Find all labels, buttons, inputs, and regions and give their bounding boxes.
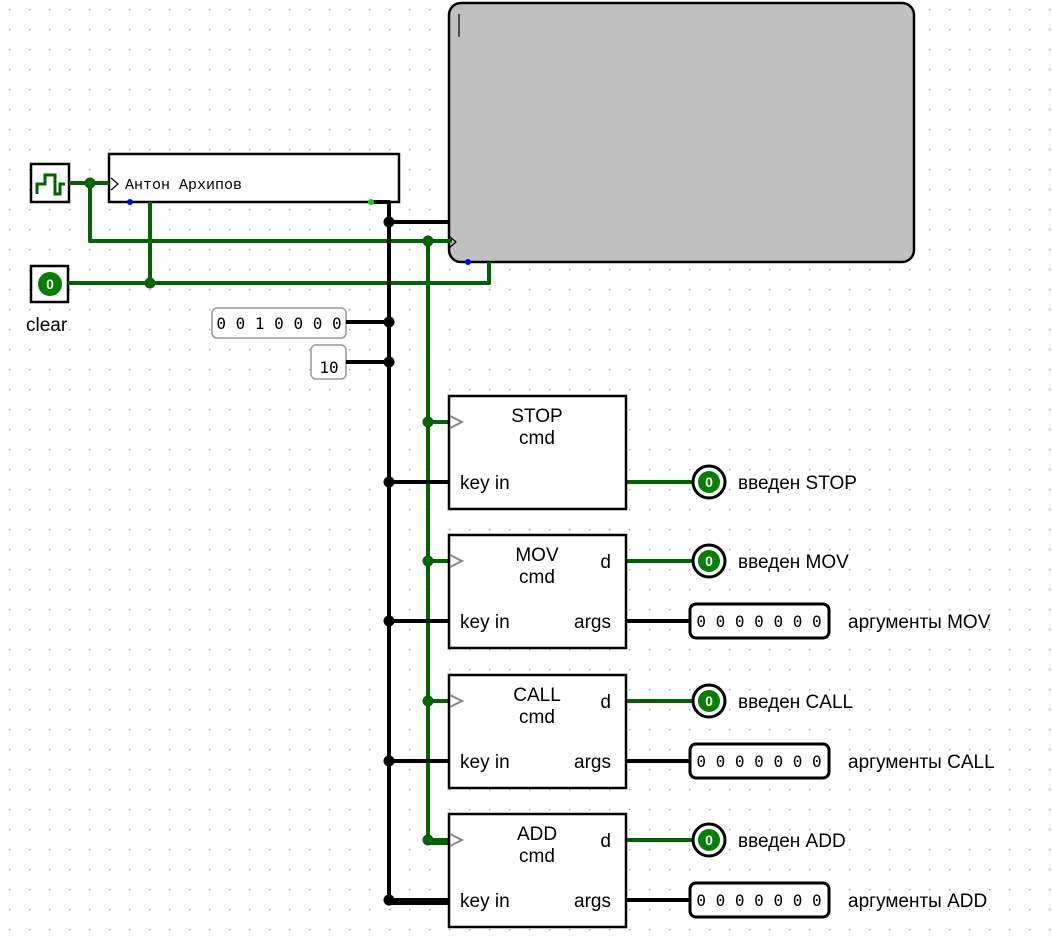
junction-bus-add [383,894,395,906]
junction-clock-call [422,695,434,707]
tty-clock-triangle [448,235,457,249]
keyboard-pin-green [368,199,374,205]
constant-bits[interactable]: 0 0 1 0 0 0 0 [211,307,347,339]
module-key-in-label: key in [460,891,510,912]
constant-hex-value: 10 [319,358,338,377]
led-value: 0 [705,553,713,569]
clock-square-wave-icon [35,173,65,196]
junction-clock-mov [422,555,434,567]
led-label: введен CALL [738,692,853,713]
junction-3 [383,216,395,228]
module-name: CALL [513,685,561,706]
clear-input-pin[interactable]: 0 [29,264,70,304]
junction-bus-mov [383,615,395,627]
module-name: MOV [515,545,559,566]
keyboard-label: Антон Архипов [125,177,242,194]
module-name: STOP [511,406,562,427]
module-d-label: d [600,552,611,573]
module-d-label: d [600,831,611,852]
led-value: 0 [705,474,713,490]
tty-pin-blue [465,259,471,265]
junction-bus-stop [383,476,395,488]
module-args-label: args [574,891,611,912]
probe-value: 0 0 0 0 0 0 0 [696,752,821,771]
clear-wire [68,262,491,285]
probe-label: аргументы CALL [848,752,995,773]
junction-bus-call [383,755,395,767]
led-call: 0 [691,683,727,719]
probe-value: 0 0 0 0 0 0 0 [696,891,821,910]
keyboard-pin-blue [127,199,133,205]
tty-display[interactable] [447,1,916,265]
clock-button[interactable] [29,162,71,204]
module-subtitle: cmd [519,707,555,728]
led-add: 0 [691,822,727,858]
module-subtitle: cmd [519,428,555,449]
junction-4 [383,316,395,328]
clear-label: clear [26,315,68,336]
led-label: введен ADD [738,831,846,852]
junction-5 [383,356,395,368]
led-value: 0 [705,832,713,848]
junction-layer [84,177,434,906]
keyboard-component[interactable]: Антон Архипов [107,152,401,204]
clock-branch-wire [88,183,452,243]
led-value: 0 [705,693,713,709]
constant-hex[interactable]: 10 [310,344,347,380]
junction-1 [144,277,156,289]
clock-input-triangle [449,833,465,847]
probe-label: аргументы ADD [848,891,987,912]
probe-value: 0 0 0 0 0 0 0 [696,612,821,631]
probe-label: аргументы MOV [848,612,991,633]
module-subtitle: cmd [519,567,555,588]
junction-2 [422,235,434,247]
probe-args-mov: 0 0 0 0 0 0 0 [688,602,831,640]
junction-0 [84,177,96,189]
clock-input-triangle [449,694,465,708]
module-name: ADD [517,824,557,845]
module-key-in-label: key in [460,473,510,494]
junction-clock-stop [422,416,434,428]
clear-pin-value: 0 [46,276,54,292]
module-d-label: d [600,692,611,713]
module-args-label: args [574,612,611,633]
module-key-in-label: key in [460,612,510,633]
clock-input-triangle [449,554,465,568]
led-mov: 0 [691,543,727,579]
led-label: введен STOP [738,473,857,494]
constant-bits-value: 0 0 1 0 0 0 0 [216,314,341,333]
output-components: 0 введен STOP 0 введен MOV 0 0 0 0 0 0 0 аргу… [688,464,995,919]
probe-args-add: 0 0 0 0 0 0 0 [688,881,831,919]
data-bus-wire [371,200,449,905]
probe-args-call: 0 0 0 0 0 0 0 [688,742,831,780]
junction-clock-add [422,834,434,846]
module-subtitle: cmd [519,846,555,867]
led-label: введен MOV [738,552,849,573]
clock-input-triangle [449,415,465,429]
led-stop: 0 [691,464,727,500]
module-args-label: args [574,752,611,773]
module-key-in-label: key in [460,752,510,773]
